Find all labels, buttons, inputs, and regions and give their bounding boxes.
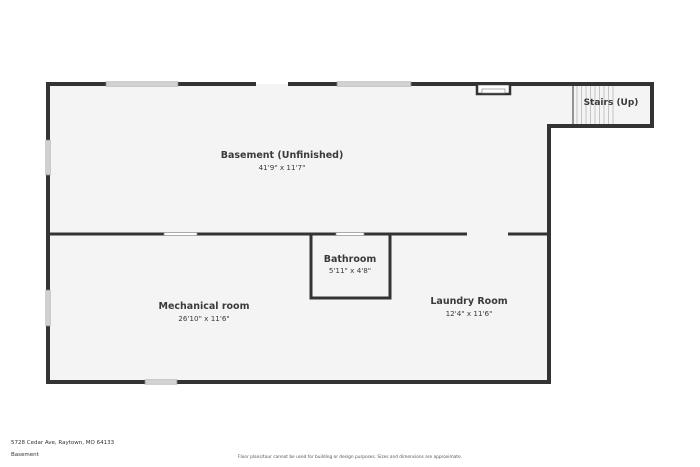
room-dims-basement: 41'9" x 11'7" [258, 163, 306, 172]
room-name-stairs: Stairs (Up) [583, 98, 639, 108]
floor-label: Basement [11, 452, 39, 458]
room-name-basement: Basement (Unfinished) [220, 150, 344, 161]
address-label: 5728 Cedar Ave, Raytown, MO 64133 [11, 440, 115, 446]
exterior-walls [46, 82, 654, 384]
interior-walls [50, 232, 547, 300]
room-name-laundry: Laundry Room [430, 296, 508, 307]
stairs-treads [576, 86, 614, 124]
door-mechanical [163, 232, 198, 236]
door-bathroom [335, 232, 365, 236]
disclaimer-text: Floor plans/tour cannot be used for buil… [238, 455, 462, 460]
room-dims-bathroom: 5'11" x 4'8" [328, 266, 372, 275]
door-openings [163, 232, 365, 236]
room-dims-laundry: 12'4" x 11'6" [445, 309, 493, 318]
room-name-mechanical: Mechanical room [158, 301, 250, 312]
room-name-bathroom: Bathroom [323, 254, 377, 265]
room-dims-mechanical: 26'10" x 11'6" [178, 314, 230, 323]
windows [45, 81, 412, 385]
vent-fixture [475, 82, 512, 96]
